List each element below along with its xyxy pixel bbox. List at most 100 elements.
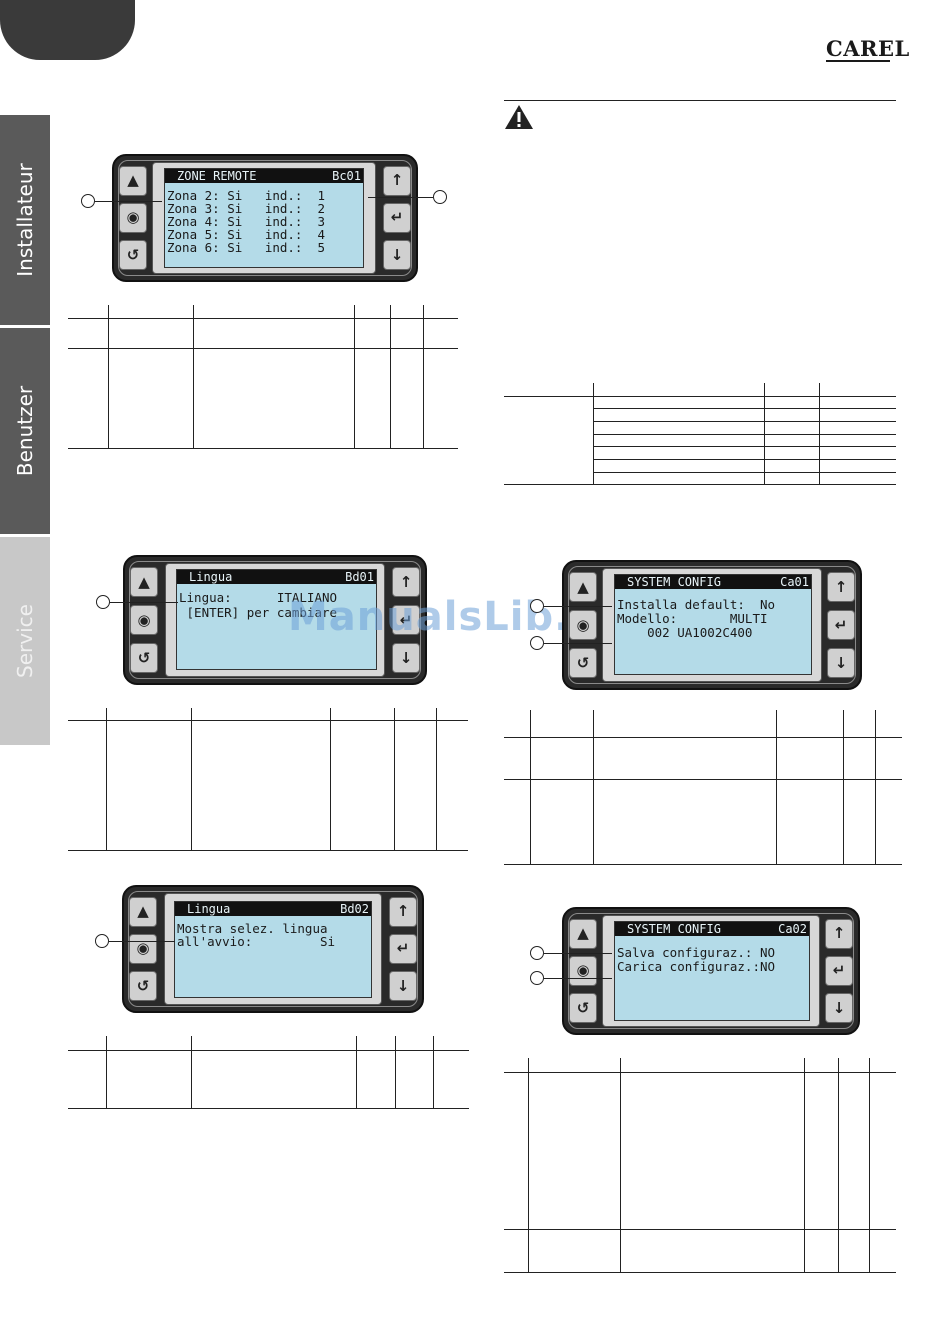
- table-col-rule: [191, 708, 192, 850]
- table-col-rule: [395, 1036, 396, 1108]
- warning-triangle-icon: ▲: [137, 902, 149, 921]
- warning-triangle-icon: ▲: [577, 577, 589, 596]
- esc-button[interactable]: ↺: [130, 643, 158, 673]
- esc-button[interactable]: ↺: [119, 240, 147, 271]
- side-tab-label: Installateur: [13, 163, 38, 277]
- callout-leader: [109, 941, 175, 943]
- table-col-rule: [433, 1036, 434, 1108]
- table-rule: [68, 1050, 469, 1051]
- down-button[interactable]: ↓: [827, 648, 855, 678]
- esc-button[interactable]: ↺: [129, 971, 157, 1002]
- screen-line: Mostra selez. lingua: [177, 921, 328, 936]
- enter-button[interactable]: ↵: [389, 933, 417, 964]
- prg-button[interactable]: ◉: [129, 933, 157, 964]
- table-rule: [594, 472, 896, 473]
- arrow-up-icon: ↑: [390, 171, 404, 190]
- screen-line: Carica configuraz.:NO: [617, 959, 776, 974]
- arrow-up-icon: ↑: [399, 572, 413, 591]
- table-col-rule: [620, 1058, 621, 1272]
- table-rule: [504, 1272, 896, 1273]
- logo-underline: [826, 60, 890, 62]
- table-rule: [504, 1072, 896, 1073]
- screen-line: Zona 5: Si ind.: 4: [167, 227, 326, 242]
- table-rule: [504, 779, 902, 780]
- prg-button[interactable]: ◉: [130, 605, 158, 635]
- table-rule: [68, 850, 468, 851]
- table-col-rule: [356, 1036, 357, 1108]
- enter-button[interactable]: ↵: [825, 955, 853, 986]
- prg-button[interactable]: ◉: [119, 202, 147, 233]
- down-button[interactable]: ↓: [389, 971, 417, 1002]
- arrow-down-icon: ↓: [832, 998, 846, 1017]
- side-tab-service[interactable]: Service: [0, 537, 50, 745]
- up-button[interactable]: ↑: [392, 567, 420, 597]
- arrow-down-icon: ↓: [390, 245, 404, 264]
- alarm-button[interactable]: ▲: [130, 567, 158, 597]
- alarm-button[interactable]: ▲: [569, 572, 597, 602]
- up-button[interactable]: ↑: [827, 572, 855, 602]
- table-col-rule: [394, 708, 395, 850]
- table-rule: [504, 737, 902, 738]
- section-rule: [504, 100, 896, 101]
- enter-icon: ↵: [399, 610, 413, 629]
- callout-marker: [81, 194, 95, 208]
- return-arrow-icon: ↺: [137, 648, 151, 667]
- down-button[interactable]: ↓: [383, 240, 411, 271]
- screen-line: [ENTER] per cambiare: [179, 605, 338, 620]
- alarm-button[interactable]: ▲: [129, 896, 157, 927]
- esc-button[interactable]: ↺: [569, 648, 597, 678]
- table-rule: [504, 1229, 896, 1230]
- screen-line: all'avvio: Si: [177, 934, 336, 949]
- down-button[interactable]: ↓: [392, 643, 420, 673]
- circle-target-icon: ◉: [576, 615, 590, 634]
- side-tab-benutzer[interactable]: Benutzer: [0, 328, 50, 534]
- table-col-rule: [869, 1058, 870, 1272]
- table-rule: [68, 1108, 469, 1109]
- warning-triangle-icon: [505, 105, 533, 129]
- esc-button[interactable]: ↺: [569, 993, 597, 1024]
- return-arrow-icon: ↺: [576, 653, 590, 672]
- up-button[interactable]: ↑: [825, 918, 853, 949]
- table-col-rule: [106, 708, 107, 850]
- callout-leader: [544, 643, 612, 645]
- table-rule: [68, 448, 458, 449]
- table-rule: [504, 396, 896, 397]
- table-col-rule: [838, 1058, 839, 1272]
- callout-leader: [110, 602, 178, 604]
- table-col-rule: [423, 305, 424, 448]
- alarm-button[interactable]: ▲: [119, 165, 147, 196]
- screen-code: Ca02: [778, 922, 807, 936]
- prg-button[interactable]: ◉: [569, 955, 597, 986]
- screen-code: Ca01: [780, 575, 809, 589]
- enter-button[interactable]: ↵: [827, 610, 855, 640]
- callout-marker: [530, 599, 544, 613]
- prg-button[interactable]: ◉: [569, 610, 597, 640]
- table-rule: [594, 408, 896, 409]
- enter-button[interactable]: ↵: [392, 605, 420, 635]
- table-col-rule: [436, 708, 437, 850]
- arrow-up-icon: ↑: [834, 577, 848, 596]
- table-rule: [68, 318, 458, 319]
- side-tab-installateur[interactable]: Installateur: [0, 115, 50, 325]
- arrow-down-icon: ↓: [396, 976, 410, 995]
- down-button[interactable]: ↓: [825, 993, 853, 1024]
- screen-line: Salva configuraz.: NO: [617, 945, 776, 960]
- enter-button[interactable]: ↵: [383, 202, 411, 233]
- table-col-rule: [764, 383, 765, 484]
- alarm-button[interactable]: ▲: [569, 918, 597, 949]
- warning-triangle-icon: ▲: [138, 572, 150, 591]
- callout-leader: [544, 978, 612, 980]
- screen-code: Bd01: [345, 570, 374, 584]
- up-button[interactable]: ↑: [389, 896, 417, 927]
- return-arrow-icon: ↺: [576, 998, 590, 1017]
- return-arrow-icon: ↺: [126, 245, 140, 264]
- callout-marker: [530, 946, 544, 960]
- callout-leader: [368, 197, 433, 199]
- up-button[interactable]: ↑: [383, 165, 411, 196]
